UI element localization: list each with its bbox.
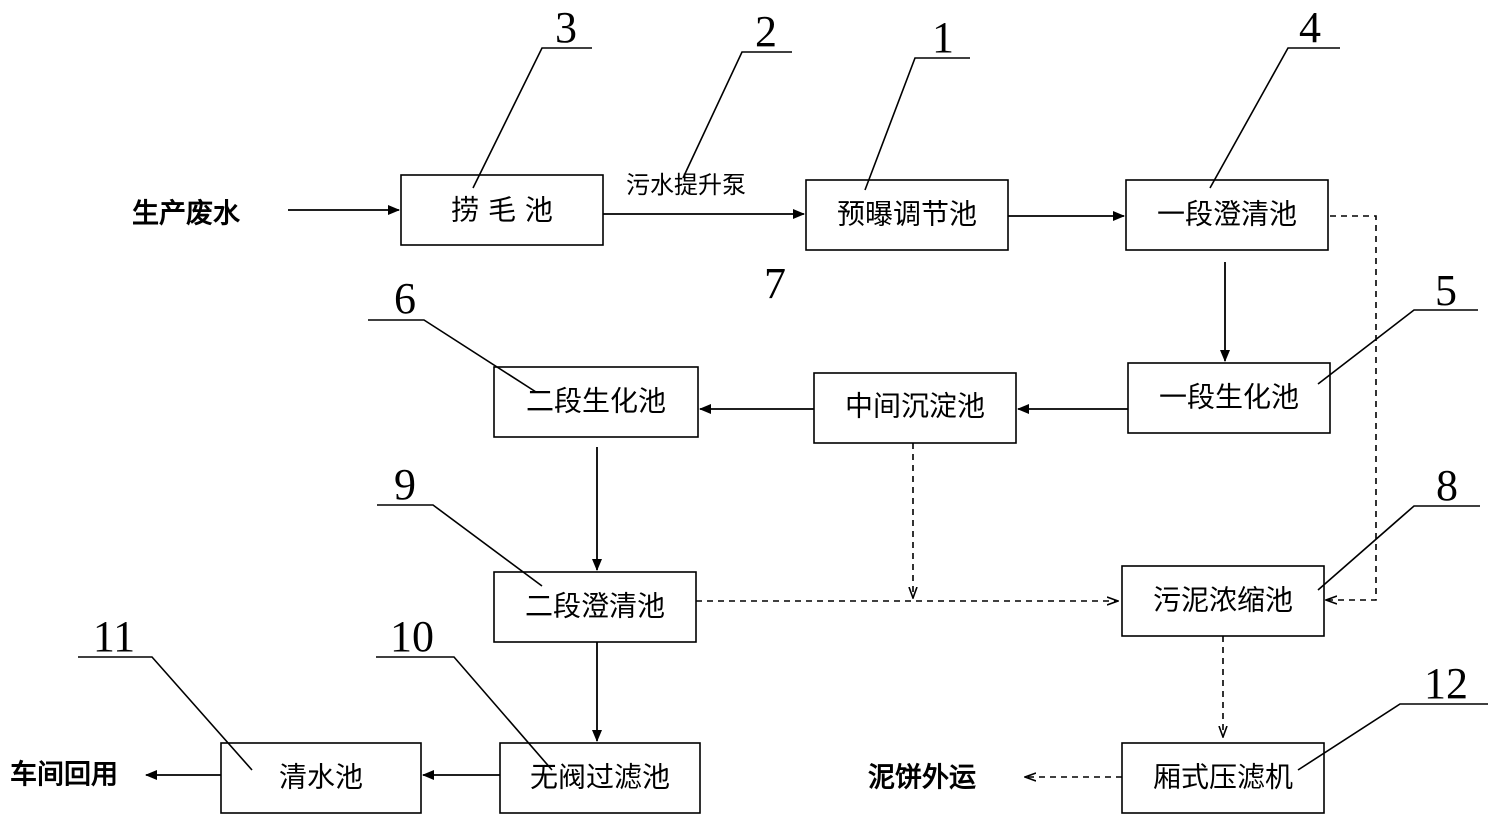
pump-label: 污水提升泵 (626, 171, 746, 199)
callout-10: 10 (376, 612, 553, 771)
callout-5-number: 5 (1435, 266, 1457, 315)
callout-1-number: 1 (932, 13, 954, 62)
callout-2: 2 (682, 7, 792, 179)
callout-7-number: 7 (764, 259, 786, 308)
box-filter-press: 厢式压滤机 (1121, 742, 1325, 814)
reuse-label: 车间回用 (10, 759, 118, 791)
box-clear-water-tank: 清水池 (220, 742, 422, 814)
sludge-out-label: 泥饼外运 (868, 763, 976, 794)
box-bio-2-label: 二段生化池 (526, 385, 666, 418)
callout-9-number: 9 (394, 460, 416, 509)
callout-4: 4 (1209, 3, 1340, 189)
box-hair-tank-label: 捞 毛 池 (451, 194, 553, 227)
callout-3-number: 3 (555, 3, 577, 52)
box-sludge-thickener-label: 污泥浓缩池 (1153, 584, 1293, 617)
callout-4-number: 4 (1299, 3, 1321, 52)
box-clarifier-2: 二段澄清池 (493, 571, 697, 643)
callout-5: 5 (1317, 266, 1478, 385)
box-sludge-thickener: 污泥浓缩池 (1121, 565, 1325, 637)
box-clarifier-1-label: 一段澄清池 (1157, 198, 1297, 231)
callout-6-number: 6 (394, 274, 416, 323)
callout-11: 11 (78, 612, 253, 771)
box-pre-aeration-label: 预曝调节池 (837, 198, 977, 231)
box-clarifier-2-label: 二段澄清池 (525, 590, 665, 623)
box-bio-1: 一段生化池 (1127, 362, 1331, 434)
box-pre-aeration: 预曝调节池 (805, 179, 1009, 251)
box-bio-1-label: 一段生化池 (1159, 381, 1299, 414)
box-clarifier-1: 一段澄清池 (1125, 179, 1329, 251)
box-valveless-filter-label: 无阀过滤池 (530, 761, 670, 794)
callout-10-number: 10 (390, 612, 434, 661)
box-intermediate-settling-label: 中间沉淀池 (845, 390, 985, 423)
box-filter-press-label: 厢式压滤机 (1153, 761, 1293, 794)
input-label: 生产废水 (132, 198, 241, 230)
callout-8: 8 (1317, 461, 1480, 591)
box-intermediate-settling: 中间沉淀池 (813, 372, 1017, 444)
box-valveless-filter: 无阀过滤池 (499, 742, 701, 814)
box-clear-water-tank-label: 清水池 (279, 761, 363, 794)
callout-3: 3 (472, 3, 592, 189)
callout-12: 12 (1297, 659, 1488, 771)
box-bio-2: 二段生化池 (493, 366, 699, 438)
dashed-clarifier-1-to-thickener (1326, 215, 1377, 600)
callout-6: 6 (368, 274, 537, 393)
callout-8-number: 8 (1436, 461, 1458, 510)
callout-12-number: 12 (1424, 659, 1468, 708)
callout-2-number: 2 (755, 7, 777, 56)
callout-11-number: 11 (93, 612, 135, 661)
callout-7: 7 (764, 259, 786, 308)
box-hair-tank: 捞 毛 池 (400, 174, 604, 246)
callout-9: 9 (377, 460, 543, 587)
callout-1: 1 (864, 13, 970, 191)
